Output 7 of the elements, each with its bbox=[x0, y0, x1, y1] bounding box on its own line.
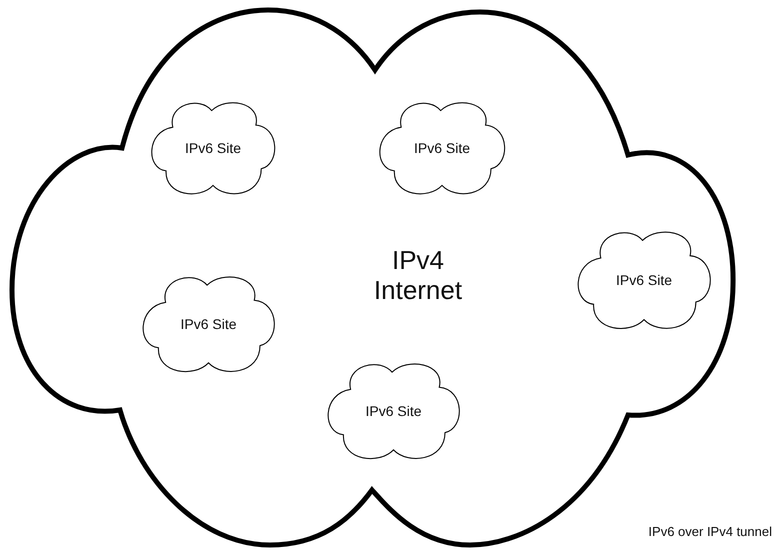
note-text: IPv6 over IPv4 tunnel bbox=[648, 524, 772, 539]
node-text: IPv6 Site bbox=[184, 139, 242, 157]
node-text: IPv4 Internet bbox=[372, 245, 464, 305]
node-text: IPv6 Site bbox=[412, 139, 472, 157]
node-text: IPv6 Site bbox=[364, 402, 423, 420]
node-text: IPv6 Site bbox=[614, 271, 674, 289]
node-text: IPv6 Site bbox=[179, 315, 238, 333]
